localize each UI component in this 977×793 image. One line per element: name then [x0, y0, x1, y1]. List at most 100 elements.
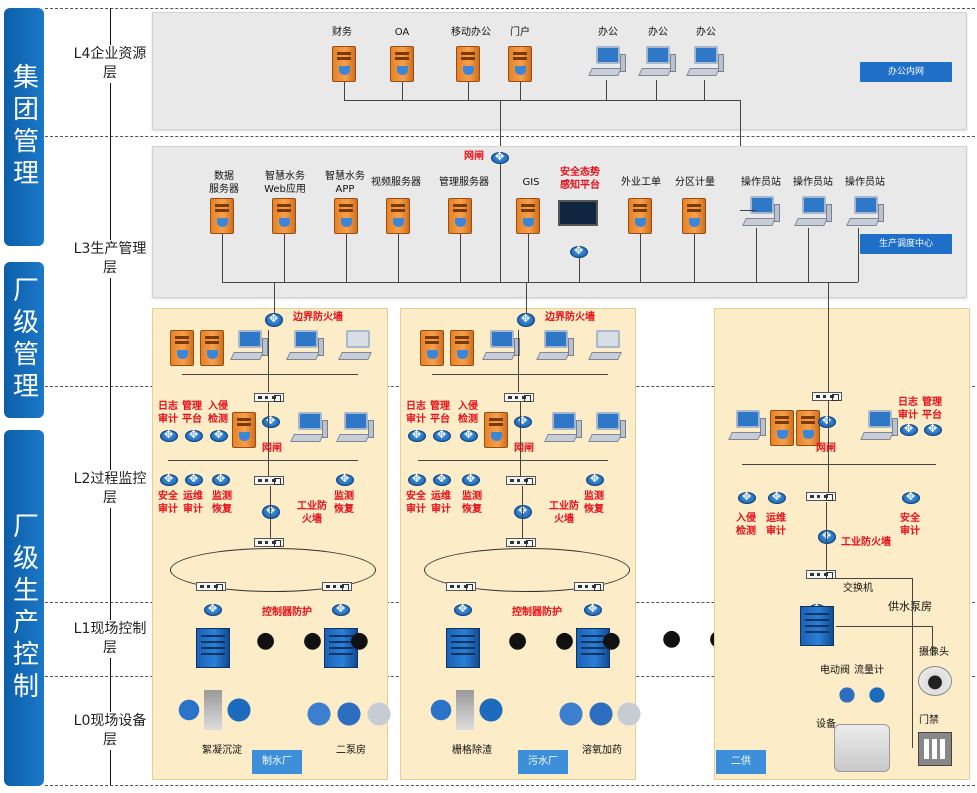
plant2-top-trunk [518, 330, 519, 392]
layer-l0-label: L0现场设备层 [70, 712, 150, 750]
plant3-mgmt-icon [924, 422, 942, 436]
l3-server-icon [386, 198, 410, 234]
category-group-management: 集团管理 [4, 8, 44, 246]
plant1-mid-bus [168, 460, 358, 461]
l3-server-icon [628, 198, 652, 234]
l4-server-icon [456, 46, 480, 82]
layer-l3-label: L3生产管理层 [70, 240, 150, 278]
plant3-ops-audit-icon [768, 490, 786, 504]
l4-bus-line [344, 100, 740, 101]
plant3-switch-drop [912, 578, 913, 748]
l3-drop [284, 234, 285, 282]
plant3-ids-label: 入侵 检测 [736, 513, 756, 537]
plant3-log-audit-icon [900, 422, 918, 436]
plant1-device-icon [364, 694, 394, 734]
l3-server-icon [272, 198, 296, 234]
secondary-supply-tag: 二供 [716, 750, 766, 774]
l3-server-label: 智慧水务 Web应用 [264, 171, 306, 195]
plant1-fw-trunk [270, 486, 271, 540]
plant2-workstation-icon [536, 330, 574, 362]
l3-gateway-icon [491, 150, 509, 164]
plant1-workstation2-icon [336, 412, 374, 444]
plant1-industrial-firewall-label: 工业防 火墙 [297, 501, 327, 525]
plant3-workstation-icon [728, 410, 766, 442]
plant1-device-icon [304, 694, 334, 734]
plant2-monitor2-icon [586, 472, 604, 486]
plant2-log-audit-icon [408, 428, 426, 442]
plant1-gateway-icon [262, 414, 280, 428]
camera-icon [918, 666, 952, 696]
plant1-ring-switch [196, 582, 226, 591]
plant2-mgmt-icon [433, 428, 451, 442]
l4-gateway-link [500, 100, 501, 152]
plant1-ids-label: 入侵 检测 [208, 401, 228, 425]
plant2-controller-guard-icon [454, 602, 472, 616]
plant1-printer-icon [338, 330, 376, 362]
plant1-mgmt-icon [185, 428, 203, 442]
l3-server-label: 外业工单 [621, 177, 661, 188]
plant2-server2-icon [484, 412, 508, 448]
plant3-field-drop [932, 626, 933, 656]
l4-drop [704, 80, 705, 100]
layer-l4-label: L4企业资源层 [70, 45, 150, 83]
plant2-server-icon [450, 330, 474, 366]
plant1-monitor2-icon [336, 472, 354, 486]
l4-drop [402, 82, 403, 100]
l3-server-label: 智慧水务 APP [325, 171, 365, 195]
plant2-plc-icon [446, 628, 480, 668]
operator-station-label: 操作员站 [793, 177, 833, 188]
plant1-mgmt-label: 管理 平台 [182, 401, 202, 425]
plant3-mid-switch [806, 492, 836, 501]
plant2-ops-audit-label: 运维 审计 [431, 491, 451, 515]
plant2-device2-label: 溶氧加药 [582, 745, 622, 756]
plant3-server-icon [770, 410, 794, 446]
l3-drop [756, 228, 757, 282]
plant2-log-audit-label: 日志 审计 [406, 401, 426, 425]
l4-server-icon [332, 46, 356, 82]
layer-l1-label: L1现场控制层 [70, 620, 150, 658]
plant2-gateway-icon [514, 414, 532, 428]
plant2-mid-trunk [520, 402, 521, 476]
l3-drop [640, 234, 641, 282]
l3-drop [579, 258, 580, 282]
l4-server-label: OA [394, 27, 410, 38]
plant2-core-switch [504, 393, 534, 402]
plant1-workstation-icon [286, 330, 324, 362]
l4-drop [606, 80, 607, 100]
plant1-monitor2-label: 监测 恢复 [334, 491, 354, 515]
plant2-device-icon [476, 690, 506, 730]
l3-server-label: GIS [522, 177, 540, 188]
l3-server-label: 数据 服务器 [209, 171, 239, 195]
plant2-ids-icon [460, 428, 478, 442]
l4-workstation-icon [686, 46, 724, 78]
plant3-mid-bus [742, 464, 936, 465]
camera-label: 摄像头 [919, 647, 949, 658]
plant3-gateway-icon [818, 414, 836, 428]
l4-workstation-label: 办公 [598, 27, 618, 38]
equipment-label: 设备 [816, 719, 836, 730]
l4-workstation-label: 办公 [648, 27, 668, 38]
security-probe-icon [570, 244, 588, 258]
plant1-server-icon [170, 330, 194, 366]
l4-drop [468, 82, 469, 100]
l3-server-label: 视频服务器 [371, 177, 421, 188]
plant2-border-firewall-icon [517, 312, 535, 327]
plant2-fw-trunk [522, 486, 523, 540]
security-situation-label: 安全态势 感知平台 [560, 167, 600, 191]
plant3-uplink [828, 282, 829, 392]
plant1-controller-guard-icon [332, 602, 350, 616]
motor-valve-label: 电动阀 [820, 665, 850, 676]
plant-water-tag: 制水厂 [252, 750, 302, 774]
plant2-ring-switch [506, 538, 536, 547]
plant3-log-audit-label: 日志 审计 [898, 397, 918, 421]
security-situation-screen [558, 200, 598, 226]
plant1-plc-icon [196, 628, 230, 668]
plant2-controller-protection-label: 控制器防护 [512, 607, 562, 618]
plant3-access-switch [806, 570, 836, 579]
l3-drop [460, 234, 461, 282]
l3-bus-line [222, 282, 858, 283]
plant2-workstation2-icon [544, 412, 582, 444]
l3-drop [398, 234, 399, 282]
l3-server-icon [448, 198, 472, 234]
pump-equipment-icon [834, 724, 890, 772]
